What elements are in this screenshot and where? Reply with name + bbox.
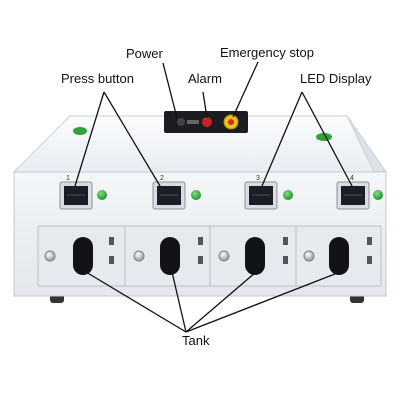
tank-bay-2 bbox=[133, 237, 203, 275]
tank-bay-4 bbox=[303, 237, 372, 275]
label-alarm: Alarm bbox=[188, 71, 222, 86]
leader-lines bbox=[74, 61, 353, 333]
display-unit-3 bbox=[244, 181, 293, 210]
leader-tank-4 bbox=[185, 271, 341, 333]
power-switch bbox=[177, 118, 185, 126]
leader-led-display-3 bbox=[261, 91, 303, 187]
channel-number-4: 4 bbox=[350, 175, 354, 182]
tank-bay-3 bbox=[218, 237, 288, 275]
leader-alarm bbox=[202, 91, 208, 119]
channel-number-3: 3 bbox=[256, 175, 260, 182]
display-unit-2 bbox=[152, 181, 201, 210]
label-power: Power bbox=[126, 46, 163, 61]
label-press-button: Press button bbox=[61, 71, 134, 86]
display-unit-4 bbox=[336, 181, 383, 210]
display-unit-1 bbox=[59, 181, 107, 210]
alarm-light bbox=[202, 117, 212, 127]
label-led-display: LED Display bbox=[300, 71, 372, 86]
label-tank: Tank bbox=[182, 333, 210, 348]
leader-tank-3 bbox=[185, 271, 257, 333]
indicator-sticker-left bbox=[73, 127, 87, 135]
leader-power bbox=[162, 62, 178, 119]
leader-tank-2 bbox=[171, 271, 187, 333]
label-emergency-stop: Emergency stop bbox=[220, 45, 314, 60]
channel-number-2: 2 bbox=[160, 175, 164, 182]
leader-press-button-2 bbox=[103, 91, 161, 187]
indicator-sticker-right bbox=[316, 133, 332, 141]
channel-number-1: 1 bbox=[66, 175, 70, 182]
leader-led-display-4 bbox=[301, 91, 353, 187]
leader-press-button-1 bbox=[74, 91, 105, 187]
leader-emergency-stop bbox=[232, 61, 259, 118]
tank-bay-1 bbox=[44, 237, 114, 275]
leader-tank-1 bbox=[85, 271, 187, 333]
